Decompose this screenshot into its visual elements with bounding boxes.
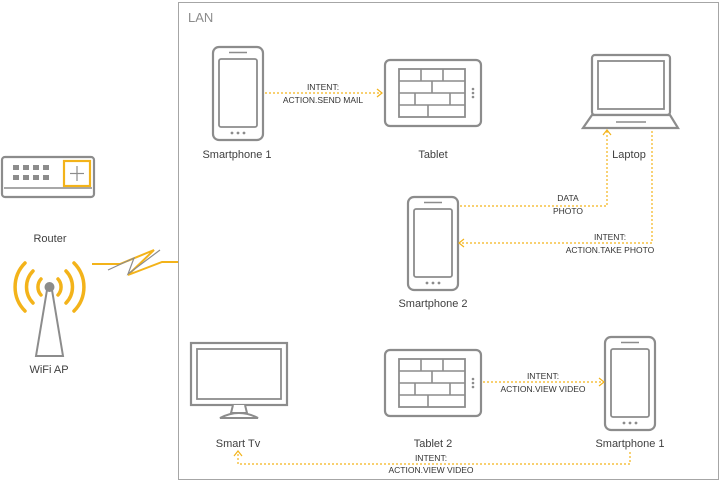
tablet-label: Tablet xyxy=(418,149,447,161)
take-photo-label-line2: ACTION.TAKE PHOTO xyxy=(566,245,655,255)
laptop-label: Laptop xyxy=(612,149,646,161)
view-video-1-label-line1: INTENT: xyxy=(527,371,559,381)
view-video-2-label-line2: ACTION.VIEW VIDEO xyxy=(388,465,473,475)
smartphone-icon xyxy=(211,45,265,142)
tablet2-label: Tablet 2 xyxy=(414,438,453,450)
data-photo-label-line1: DATA xyxy=(557,193,579,203)
arrowhead xyxy=(233,450,243,457)
smartphone1-top-label: Smartphone 1 xyxy=(202,149,271,161)
smart-tv-icon xyxy=(189,341,289,419)
laptop-icon xyxy=(580,53,680,130)
send-mail-label-line1: INTENT: xyxy=(307,82,339,92)
wifi-ap-icon xyxy=(13,261,86,357)
smartphone-icon xyxy=(406,195,460,292)
connector-view-video-2 xyxy=(237,452,631,465)
router-icon xyxy=(0,155,96,199)
wifi-ap-label: WiFi AP xyxy=(29,364,68,376)
arrowhead xyxy=(602,129,612,136)
connector-data-photo xyxy=(460,131,608,207)
wireless-link xyxy=(92,249,178,276)
smartphone1-bottom-label: Smartphone 1 xyxy=(595,438,664,450)
arrowhead xyxy=(376,88,383,98)
connector-take-photo xyxy=(460,131,653,244)
smartphone-icon xyxy=(603,335,657,432)
smartphone2-label: Smartphone 2 xyxy=(398,298,467,310)
arrowhead xyxy=(458,238,465,248)
lan-boundary xyxy=(178,2,719,480)
lan-title: LAN xyxy=(188,10,213,25)
tablet-icon xyxy=(383,348,483,418)
router-label: Router xyxy=(33,233,66,245)
arrowhead xyxy=(598,377,605,387)
tablet-icon xyxy=(383,58,483,128)
wireless-link-zigzag xyxy=(107,249,161,276)
take-photo-label-line1: INTENT: xyxy=(594,232,626,242)
view-video-2-label-line1: INTENT: xyxy=(415,453,447,463)
smart-tv-label: Smart Tv xyxy=(216,438,261,450)
view-video-1-label-line2: ACTION.VIEW VIDEO xyxy=(500,384,585,394)
data-photo-label-line2: PHOTO xyxy=(553,206,583,216)
send-mail-label-line2: ACTION.SEND MAIL xyxy=(283,95,364,105)
